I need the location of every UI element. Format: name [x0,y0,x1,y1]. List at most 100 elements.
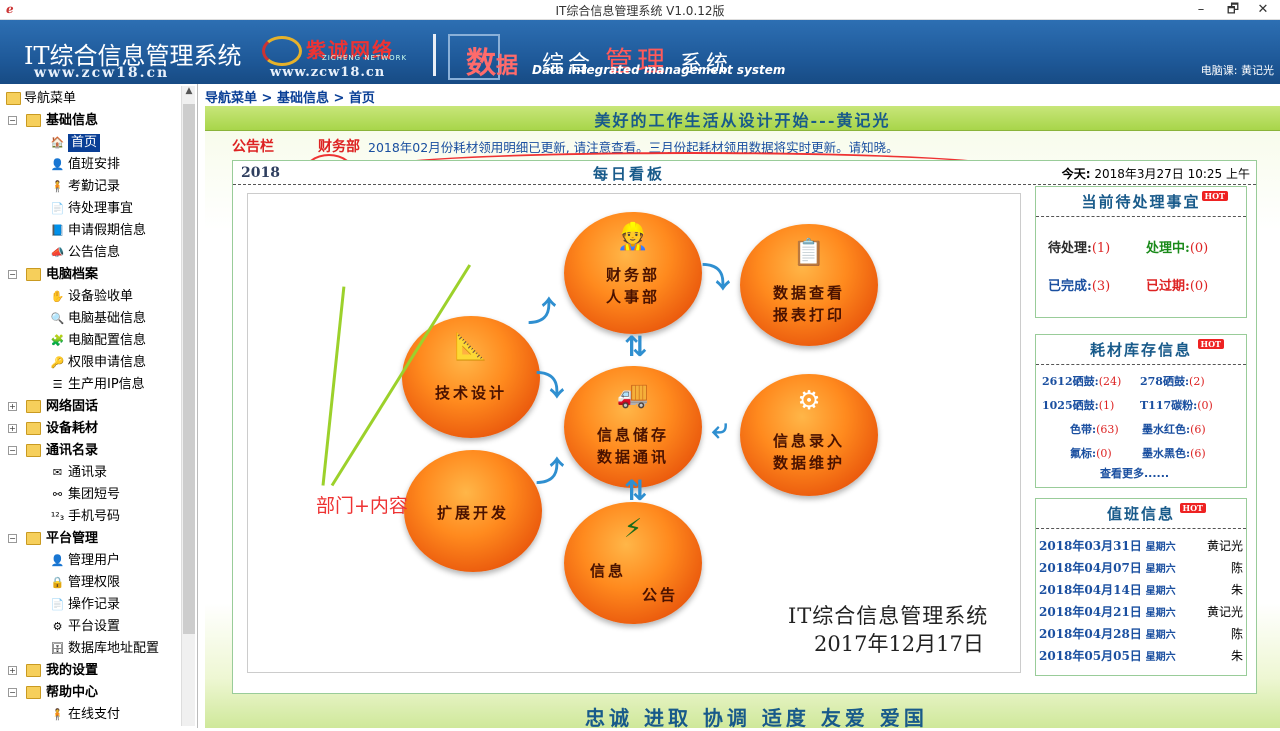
nav-item[interactable]: 🏠首页 [4,132,182,154]
duty-weekday: 星期六 [1145,564,1176,575]
orb-report-line1: 数据查看 [772,284,845,302]
nav-item[interactable]: 🔒管理权限 [4,572,182,594]
expand-icon[interactable]: + [8,666,17,675]
annotation-arrow-1 [321,286,346,486]
collapse-icon[interactable]: − [8,446,17,455]
slogan-bar: 美好的工作生活从设计开始---黄记光 [205,106,1280,131]
scroll-thumb[interactable] [183,104,195,634]
stock-more-link[interactable]: 查看更多...... [1100,467,1170,480]
link-icon: ⚯ [52,488,63,501]
duty-title-text: 值班信息 [1106,505,1175,523]
duty-row: 2018年04月07日 星期六陈 [1039,557,1245,579]
nav-item-label: 申请假期信息 [68,223,147,238]
maximize-button[interactable]: 🗗 [1226,2,1240,17]
stock-title-text: 耗材库存信息 [1089,341,1192,359]
today-display: 今天: 2018年3月27日 10:25 上午 [1062,165,1250,182]
pending-item[interactable]: 已过期:(0) [1146,275,1208,294]
pending-item[interactable]: 处理中:(0) [1146,237,1208,256]
orb-tech[interactable]: 📐 技术设计 [402,316,540,438]
nav-group[interactable]: −平台管理 [4,528,182,550]
duty-date: 2018年04月28日 [1039,627,1142,641]
orb-finance-line2: 人事部 [605,288,660,306]
collapse-icon[interactable]: − [8,116,17,125]
nav-item[interactable]: 📄待处理事宜 [4,198,182,220]
nav-item[interactable]: 📄操作记录 [4,594,182,616]
nav-item[interactable]: ✉通讯录 [4,462,182,484]
nav-item[interactable]: 🔍电脑基础信息 [4,308,182,330]
product-mark-frame [448,34,500,80]
collapse-icon[interactable]: − [8,270,17,279]
signature-date: 2017年12月17日 [814,632,984,656]
sidebar-nav: 导航菜单−基础信息🏠首页👤值班安排🧍考勤记录📄待处理事宜📘申请假期信息📣公告信息… [0,84,198,728]
stock-item: 278硒鼓:(2) [1140,373,1205,389]
notice-text[interactable]: 2018年02月份耗材领用明细已更新, 请注意查看。三月份起耗材领用数据将实时更… [368,140,899,155]
nav-item[interactable]: 👤值班安排 [4,154,182,176]
orb-finance[interactable]: 👷 财务部 人事部 [564,212,702,334]
sidebar-scrollbar[interactable]: ▲ [181,86,195,726]
expand-icon[interactable]: + [8,424,17,433]
nav-item[interactable]: 📣公告信息 [4,242,182,264]
mark-data: 数 [466,46,496,81]
orb-entry[interactable]: ⚙ 信息录入 数据维护 [740,374,878,496]
mail-icon: ✉ [52,466,63,479]
product-name: 综合 管理 系统 [542,40,732,80]
stock-item: 2612硒鼓:(24) [1042,373,1121,389]
orb-extend[interactable]: 扩展开发 [404,450,542,572]
orb-notice[interactable]: ⚡ 信息 公告 [564,502,702,624]
notice-department[interactable]: 财务部 [318,139,360,155]
duty-name: 黄记光 [1206,605,1243,619]
puzzle-icon: 🧩 [50,334,65,347]
nav-item[interactable]: ⚙平台设置 [4,616,182,638]
duty-weekday: 星期六 [1145,652,1176,663]
nav-group[interactable]: −帮助中心 [4,682,182,704]
pending-value: (3) [1091,279,1111,294]
nav-item-label: 管理权限 [68,575,121,590]
collapse-icon[interactable]: − [8,534,17,543]
nav-item[interactable]: 🧍在线支付 [4,704,182,726]
stock-item: T117碳粉:(0) [1140,397,1213,413]
orb-report[interactable]: 📋 数据查看 报表打印 [740,224,878,346]
nav-item-label: 首页 [68,134,101,152]
scroll-up-icon[interactable]: ▲ [185,86,193,96]
stock-value: (6) [1190,423,1206,436]
orb-storage-line1: 信息储存 [596,426,669,444]
nav-item-label: 值班安排 [68,157,121,172]
nav-item[interactable]: ☰生产用IP信息 [4,374,182,396]
nav-group[interactable]: +我的设置 [4,660,182,682]
nav-item[interactable]: 🔑权限申请信息 [4,352,182,374]
close-button[interactable]: ✕ [1257,2,1269,17]
product-mark: 数据 [466,38,518,82]
duty-name: 朱 [1230,649,1243,663]
duty-row: 2018年04月28日 星期六陈 [1039,623,1245,645]
orb-report-line2: 报表打印 [772,306,845,324]
flow-arrow-icon: ⤴ [536,455,565,488]
orb-entry-line1: 信息录入 [772,432,845,450]
nav-item[interactable]: ⚯集团短号 [4,484,182,506]
search-icon: 🔍 [50,312,65,325]
nav-group[interactable]: +设备耗材 [4,418,182,440]
nav-item[interactable]: 📘申请假期信息 [4,220,182,242]
expand-icon[interactable]: + [8,402,17,411]
stock-value: (1) [1098,399,1115,412]
pending-item[interactable]: 待处理:(1) [1048,237,1110,256]
nav-root[interactable]: 导航菜单 [4,88,182,110]
collapse-icon[interactable]: − [8,688,17,697]
nav-group[interactable]: −基础信息 [4,110,182,132]
nav-item[interactable]: ✋设备验收单 [4,286,182,308]
orb-storage[interactable]: 🚚 信息储存 数据通讯 [564,366,702,488]
nav-group[interactable]: −通讯名录 [4,440,182,462]
hot-badge: HOT [1197,339,1224,349]
nav-item[interactable]: 👤管理用户 [4,550,182,572]
minimize-button[interactable]: – [1197,2,1205,17]
nav-group[interactable]: −电脑档案 [4,264,182,286]
pending-label: 已完成: [1048,279,1092,294]
nav-item[interactable]: 🧩电脑配置信息 [4,330,182,352]
pending-item[interactable]: 已完成:(3) [1048,275,1110,294]
nav-group[interactable]: +网络固话 [4,396,182,418]
stock-value: (63) [1096,423,1119,436]
stock-label: 氟标: [1070,447,1097,460]
flow-arrow-icon: ⤵ [536,369,565,402]
nav-item[interactable]: 🗄数据库地址配置 [4,638,182,660]
nav-item[interactable]: 🧍考勤记录 [4,176,182,198]
